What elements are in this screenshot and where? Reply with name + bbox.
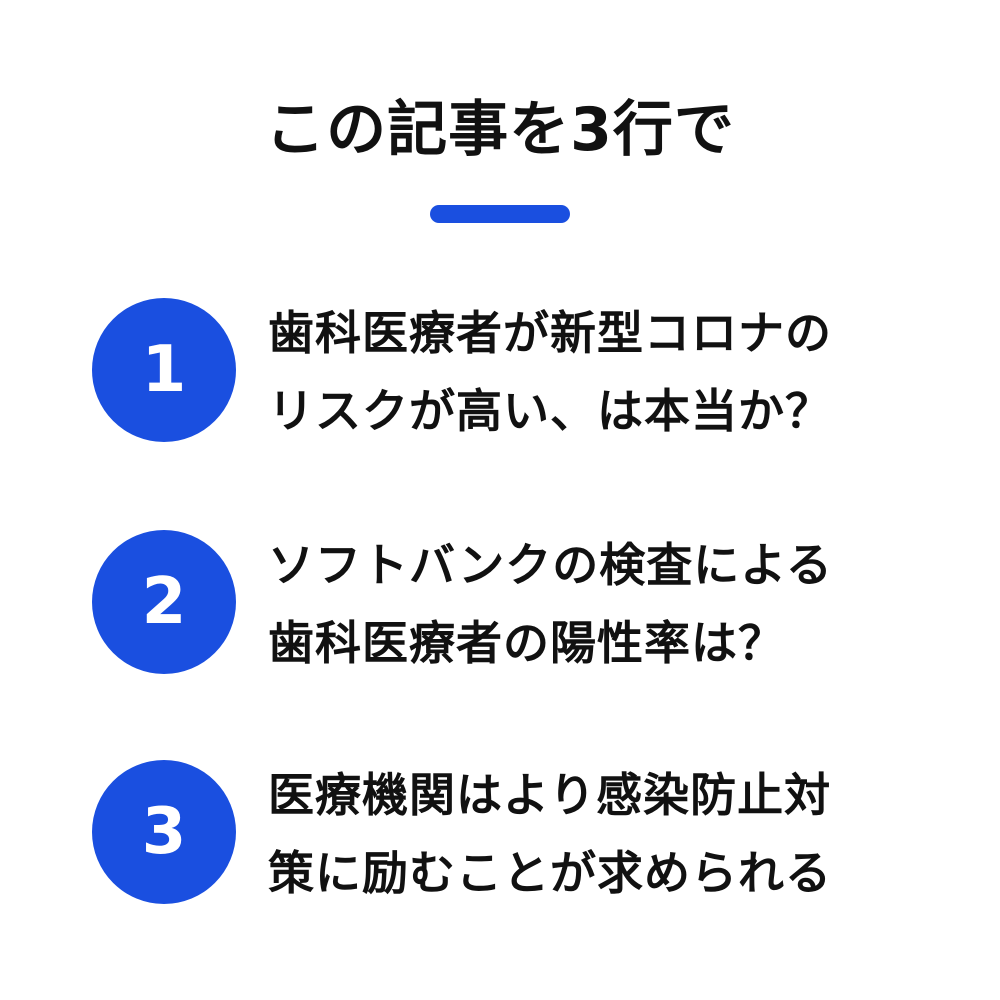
summary-item-2: 2 ソフトバンクの検査による 歯科医療者の陽性率は？: [0, 512, 1000, 692]
summary-item-1: 1 歯科医療者が新型コロナの リスクが高い、は本当か？: [0, 280, 1000, 460]
summary-line: リスクが高い、は本当か？: [268, 384, 832, 438]
title-underline: [430, 205, 570, 223]
summary-text-3: 医療機関はより感染防止対 策に励むことが求められる: [268, 756, 968, 912]
summary-text-2: ソフトバンクの検査による 歯科医療者の陽性率は？: [268, 526, 968, 682]
page-title: この記事を3行で: [265, 95, 735, 165]
number-badge-1: 1: [92, 298, 236, 442]
number-badge-3: 3: [92, 760, 236, 904]
summary-item-3: 3 医療機関はより感染防止対 策に励むことが求められる: [0, 742, 1000, 922]
summary-line: 医療機関はより感染防止対: [268, 768, 832, 822]
summary-line: 歯科医療者が新型コロナの: [268, 306, 832, 360]
summary-text-1: 歯科医療者が新型コロナの リスクが高い、は本当か？: [268, 294, 968, 450]
summary-line: ソフトバンクの検査による: [268, 538, 833, 592]
summary-line: 策に励むことが求められる: [268, 846, 832, 900]
summary-line: 歯科医療者の陽性率は？: [268, 616, 785, 670]
number-badge-2: 2: [92, 530, 236, 674]
